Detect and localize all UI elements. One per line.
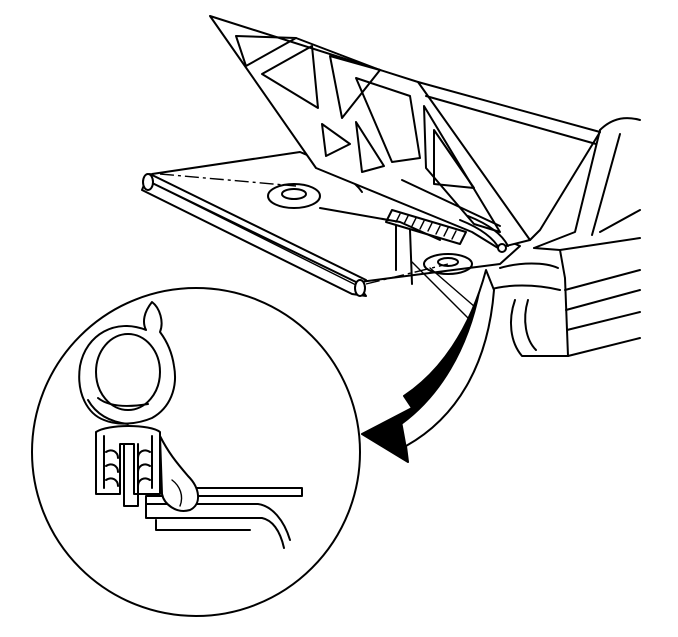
callout-arrow: [360, 269, 495, 463]
hood-hinge: [459, 215, 509, 253]
strut-tower-left: [267, 183, 321, 209]
panel-flange: [137, 487, 303, 549]
detail-callout-circle: [31, 287, 361, 617]
weatherstrip: [141, 173, 367, 297]
strut-tower-right: [423, 253, 473, 275]
cowl-vent-grille: [385, 209, 467, 245]
alignment-lines: [159, 173, 449, 285]
seal-channel: [95, 425, 161, 495]
